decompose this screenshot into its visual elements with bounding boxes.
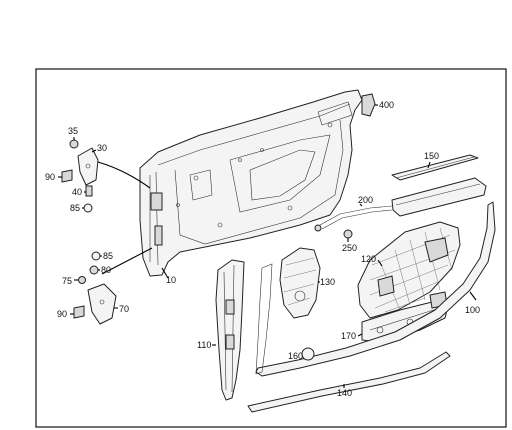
part-400-mirror-base — [361, 93, 376, 117]
callout-200: 200 — [358, 195, 373, 205]
callout-30: 30 — [97, 143, 107, 153]
part-85-upper-nut — [83, 203, 93, 213]
part-weatherstrip-loop — [255, 263, 273, 375]
part-90-lower-bolt — [73, 305, 85, 319]
leader-10 — [161, 267, 169, 279]
callout-400: 400 — [379, 100, 394, 110]
callout-40: 40 — [72, 187, 82, 197]
part-door-shell — [139, 89, 363, 277]
callout-75: 75 — [62, 276, 72, 286]
callout-130: 130 — [320, 277, 335, 287]
leader-170 — [357, 333, 363, 337]
part-110-pillar-trim — [215, 259, 245, 401]
callout-35: 35 — [68, 126, 78, 136]
callout-250: 250 — [342, 243, 357, 253]
part-250-screw — [343, 229, 353, 239]
callout-110: 110 — [197, 340, 211, 350]
leader-100 — [469, 291, 477, 301]
leader-200 — [359, 203, 363, 207]
part-150-trim-strip — [391, 154, 479, 181]
callout-90-lower: 90 — [57, 309, 67, 319]
part-120-carrier-plate — [357, 221, 461, 319]
callout-100: 100 — [465, 305, 480, 315]
leader-120 — [377, 259, 383, 267]
callout-70: 70 — [119, 304, 129, 314]
part-30-upper-hinge — [77, 147, 99, 186]
part-80-bushing — [89, 265, 99, 275]
part-200-window-regulator — [314, 177, 487, 232]
part-140-sill-seal — [247, 351, 451, 413]
part-85-lower-nut — [91, 251, 101, 261]
part-35-bolt — [69, 139, 79, 149]
callout-10: 10 — [166, 275, 176, 285]
callout-85-upper: 85 — [70, 203, 80, 213]
callout-170: 170 — [341, 331, 356, 341]
leader-30 — [91, 149, 97, 153]
callout-85-lower: 85 — [103, 251, 113, 261]
leader-150 — [427, 161, 431, 169]
callout-160: 160 — [288, 351, 303, 361]
part-90-upper-bolt — [61, 169, 73, 183]
callout-80: 80 — [101, 265, 111, 275]
part-40-pin — [85, 185, 93, 197]
callout-150: 150 — [424, 151, 439, 161]
lower-hinge-arrow — [101, 247, 153, 275]
part-160-cap — [301, 347, 315, 361]
part-75-screw — [78, 276, 86, 284]
part-100-door-seal — [255, 201, 496, 377]
callout-120: 120 — [361, 254, 376, 264]
upper-hinge-arrow — [97, 161, 151, 189]
diagram-frame — [35, 68, 507, 428]
callout-90-upper: 90 — [45, 172, 55, 182]
part-130-speaker-cover — [279, 247, 321, 319]
callout-140: 140 — [337, 388, 352, 398]
part-70-lower-hinge — [87, 283, 117, 325]
